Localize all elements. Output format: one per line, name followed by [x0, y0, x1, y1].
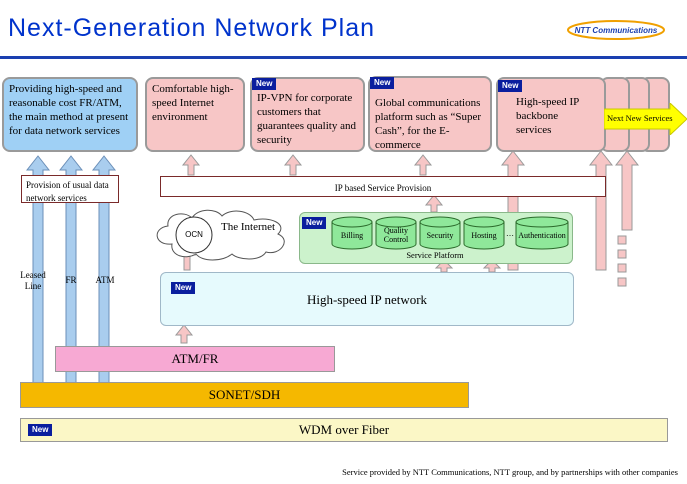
platform-item-quality-control: Quality Control — [383, 226, 409, 244]
db-security-icon — [419, 222, 461, 250]
provision-usual-label: Provision of usual data network services — [26, 180, 109, 203]
platform-databases — [331, 216, 569, 250]
ip-service-provision-label: IP based Service Provision — [334, 183, 432, 193]
arrow-platform-to-provision — [424, 194, 444, 213]
db-quality-icon — [375, 222, 417, 250]
ip-network-box: High-speed IP network — [160, 272, 574, 326]
new-badge-backbone: New — [498, 80, 523, 92]
internet-label: The Internet — [221, 221, 276, 233]
footer-note: Service provided by NTT Communications, … — [342, 467, 678, 477]
service-text-internet: Comfortable high-speed Internet environm… — [152, 83, 234, 123]
ntt-logo: NTT Communications — [566, 20, 666, 40]
logo-text: NTT Communications — [575, 26, 658, 35]
platform-item-security: Security — [426, 231, 454, 240]
sonet-sdh-label: SONET/SDH — [208, 387, 281, 402]
ocn-label: OCN — [185, 230, 203, 239]
service-text-ip-vpn: IP-VPN for corporate customers that guar… — [257, 92, 356, 146]
platform-ellipsis: … — [506, 229, 514, 238]
new-badge-ip-vpn: New — [252, 78, 277, 90]
provision-usual-box: Provision of usual data network services — [21, 175, 119, 203]
next-services-label: Next New Services — [607, 113, 673, 123]
platform-item-billing: Billing — [340, 231, 364, 240]
db-billing-icon — [331, 222, 373, 250]
access-label-atm: ATM — [95, 275, 115, 285]
service-box-global-platform: Global communications platform such as “… — [368, 76, 492, 152]
next-services-arrow — [604, 103, 687, 135]
page-title: Next-Generation Network Plan — [8, 14, 376, 42]
new-badge-ip-network: New — [171, 282, 196, 294]
arrow-provision-to-service-3 — [413, 154, 433, 176]
wdm-layer: WDM over Fiber — [20, 418, 668, 442]
service-platform-label: Service Platform — [406, 250, 464, 260]
atm-fr-layer: ATM/FR — [55, 346, 335, 372]
service-box-frame-relay: Providing high-speed and reasonable cost… — [2, 77, 138, 152]
arrow-next-2 — [614, 150, 640, 231]
title-rule — [0, 56, 687, 59]
arrow-next-1 — [588, 150, 614, 271]
arrow-leased-line — [25, 155, 51, 386]
sonet-sdh-layer: SONET/SDH — [20, 382, 469, 408]
next-services-arrow-shape — [604, 103, 687, 135]
service-text-frame-relay: Providing high-speed and reasonable cost… — [9, 83, 129, 137]
access-label-leased-line: Leased Line — [20, 270, 46, 291]
new-badge-global-platform: New — [370, 77, 395, 89]
service-text-global-platform: Global communications platform such as “… — [375, 97, 481, 151]
internet-cloud — [156, 209, 285, 261]
wdm-label: WDM over Fiber — [298, 422, 390, 437]
db-authentication-icon — [515, 222, 569, 250]
atm-fr-label: ATM/FR — [171, 351, 219, 366]
arrow-ip-to-platform-1 — [434, 259, 454, 273]
ocn-circle — [175, 216, 213, 254]
db-hosting-icon — [463, 222, 505, 250]
ntt-logo-icon: NTT Communications — [567, 20, 665, 40]
arrow-provision-to-service-2 — [283, 154, 303, 176]
arrow-provision-to-service-1 — [181, 154, 201, 176]
arrow-next-dashes — [617, 235, 627, 287]
ip-service-provision-bar: IP based Service Provision — [160, 176, 606, 197]
platform-item-authentication: Authentication — [518, 231, 566, 240]
arrow-ip-to-platform-2 — [482, 259, 502, 273]
new-badge-wdm: New — [28, 424, 53, 436]
arrow-atmfr-to-ip — [174, 324, 194, 344]
ip-network-label: High-speed IP network — [306, 292, 428, 307]
service-box-internet: Comfortable high-speed Internet environm… — [145, 77, 245, 152]
new-badge-platform: New — [302, 217, 327, 229]
access-label-fr: FR — [65, 275, 77, 285]
platform-item-hosting: Hosting — [471, 231, 497, 240]
service-text-backbone: High-speed IP backbone services — [516, 96, 579, 136]
